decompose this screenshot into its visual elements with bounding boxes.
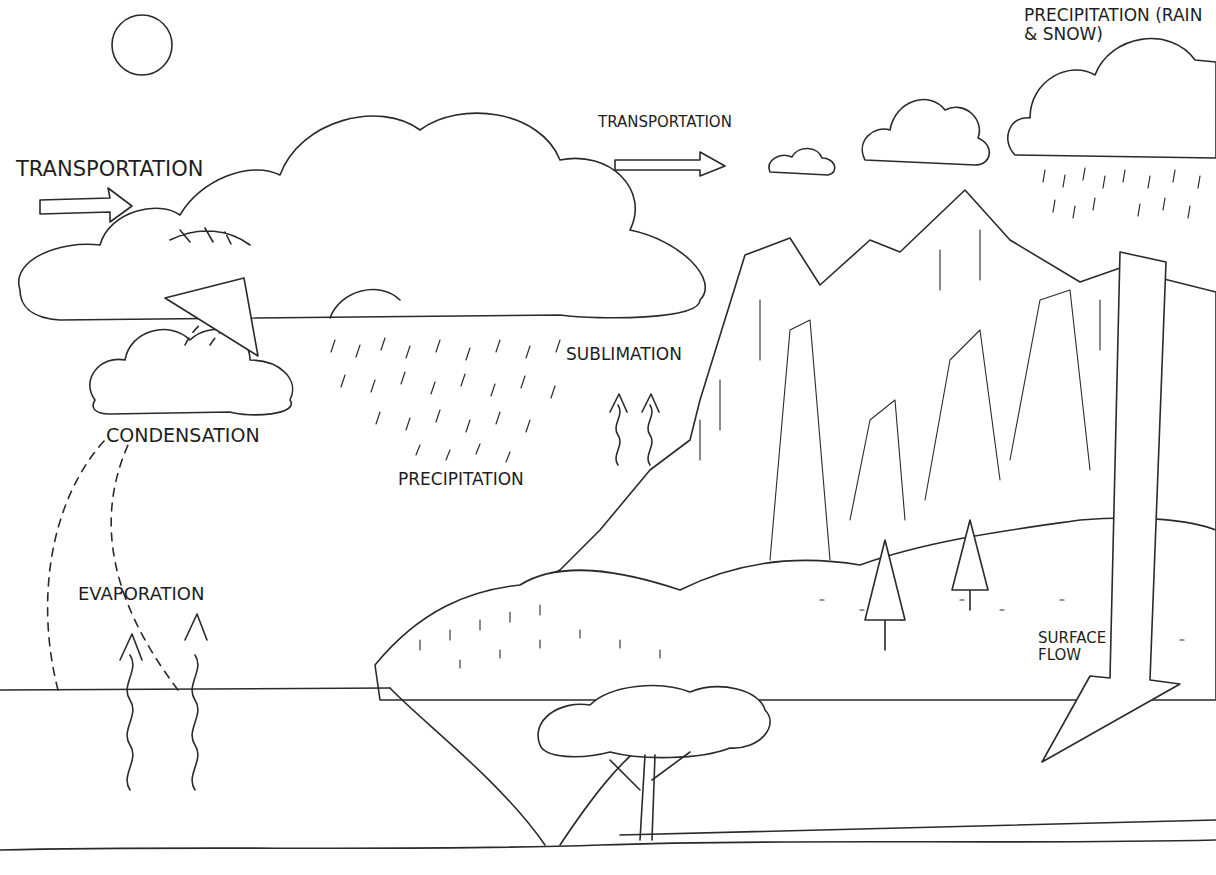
dashed-path — [48, 440, 105, 690]
process-label: SUBLIMATION — [566, 345, 726, 364]
process-label: CONDENSATION — [106, 425, 326, 446]
process-label: EVAPORATION — [78, 584, 258, 604]
rain — [331, 338, 560, 462]
transport-arrow — [40, 188, 132, 222]
grass-marks — [420, 600, 1184, 668]
evaporation-arrow — [120, 634, 142, 790]
conifer — [865, 540, 905, 650]
process-label: SURFACE FLOW — [1038, 630, 1128, 663]
dashed-path — [111, 445, 178, 690]
rock-lines — [700, 230, 1150, 560]
process-label: TRANSPORTATION — [16, 158, 256, 181]
transport-arrow — [615, 152, 725, 176]
sublimation-arrow — [642, 394, 659, 465]
condensation-arrowhead — [165, 278, 258, 356]
sublimation-arrow — [610, 394, 627, 465]
tree-canopy — [538, 686, 770, 758]
hills — [375, 518, 1216, 700]
process-label: PRECIPITATION — [398, 470, 598, 489]
ground-line — [0, 820, 1216, 850]
cloud — [769, 148, 835, 175]
water-line — [0, 688, 390, 690]
cloud — [1008, 39, 1216, 158]
sketch-lines — [0, 15, 1216, 850]
rain — [1043, 168, 1200, 218]
surface-flow-arrow — [1042, 252, 1180, 762]
cloud — [90, 330, 293, 415]
process-label: PRECIPITATION (RAIN & SNOW) — [1024, 6, 1212, 43]
tree-trunk — [610, 752, 690, 840]
cloud — [19, 113, 706, 320]
conifer — [952, 520, 988, 610]
process-label: TRANSPORTATION — [598, 114, 788, 131]
evaporation-arrow — [185, 614, 207, 790]
sun — [112, 15, 172, 75]
cloud — [862, 100, 989, 165]
